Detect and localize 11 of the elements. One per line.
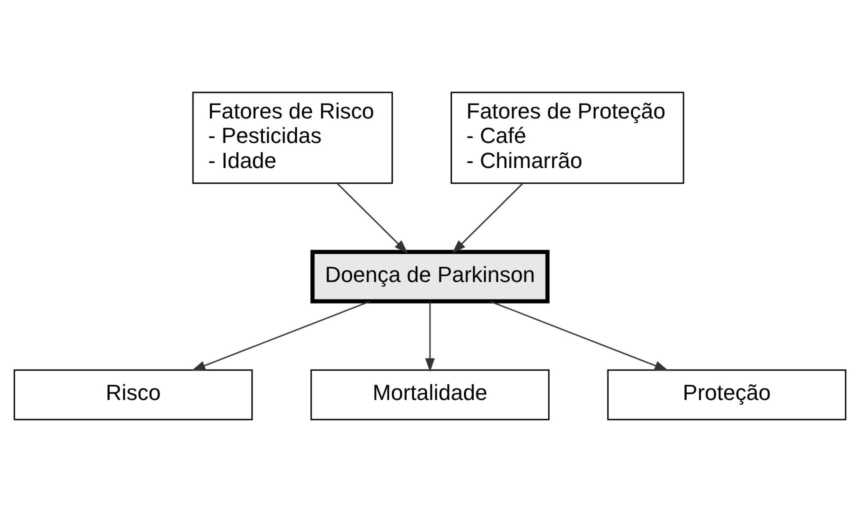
arrow bbox=[490, 300, 668, 370]
node-box: Doença de Parkinson bbox=[310, 249, 550, 303]
node-box: Risco bbox=[14, 368, 253, 420]
node-box: Fatores de Risco - Pesticidas - Idade bbox=[192, 91, 393, 184]
node-box: Proteção bbox=[607, 368, 846, 420]
arrow bbox=[192, 300, 370, 370]
arrow bbox=[452, 182, 524, 253]
arrow bbox=[425, 301, 435, 372]
node-box: Mortalidade bbox=[310, 368, 550, 420]
arrow bbox=[336, 182, 408, 253]
node-box: Fatores de Proteção - Café - Chimarrão bbox=[450, 91, 684, 184]
